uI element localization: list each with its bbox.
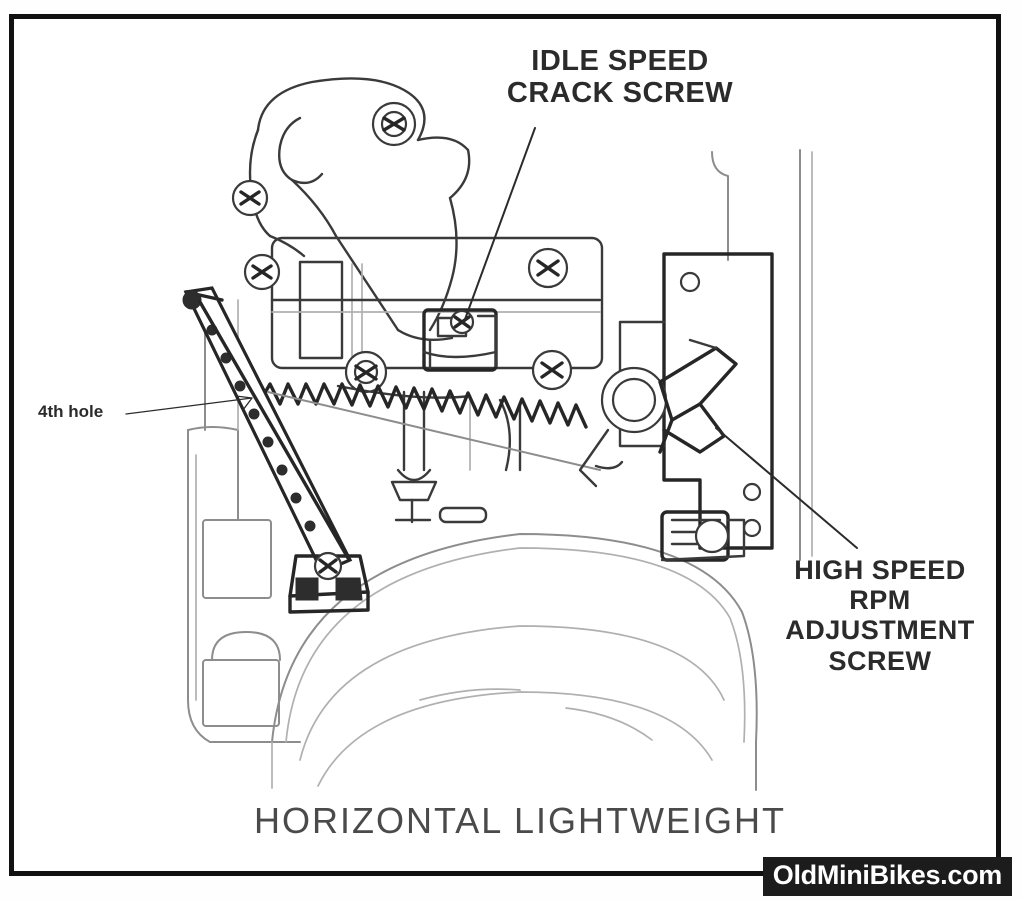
watermark-badge: OldMiniBikes.com (762, 857, 1012, 896)
idle-speed-screw-assembly (422, 308, 498, 372)
governor-pivot-clamp (288, 551, 370, 614)
governor-link-arm (182, 286, 353, 575)
high-speed-callout-label: HIGH SPEED RPM ADJUSTMENT SCREW (785, 555, 975, 676)
idle-speed-callout-label: IDLE SPEED CRACK SCREW (506, 45, 734, 110)
watermark-text: OldMiniBikes.com (772, 860, 1003, 890)
fourth-hole-leader (125, 395, 253, 415)
intake-manifold (248, 77, 604, 370)
flywheel-shroud (271, 533, 758, 791)
link-arm-holes (206, 324, 316, 532)
figure-caption: HORIZONTAL LIGHTWEIGHT (253, 800, 786, 841)
manifold-bolts (231, 101, 573, 394)
governor-spring (260, 382, 624, 471)
governor-bracket (578, 252, 774, 562)
figure-border (9, 14, 1001, 876)
fourth-hole-callout-label: 4th hole (38, 402, 104, 421)
callout-leaders (125, 127, 858, 549)
